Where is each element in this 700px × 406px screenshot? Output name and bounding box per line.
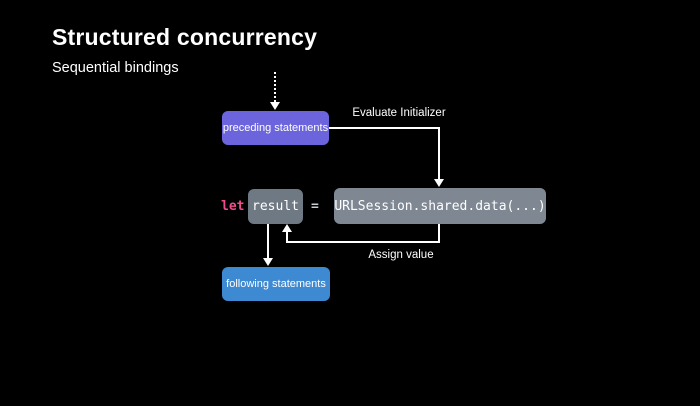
initializer-expression-label: URLSession.shared.data(...) — [334, 198, 546, 214]
code-equals-sign: = — [311, 199, 319, 214]
assign-flow-line-down — [438, 224, 440, 243]
assign-value-label: Assign value — [368, 249, 434, 261]
assign-flow-line-horizontal — [287, 241, 440, 243]
entry-dotted-line — [274, 72, 276, 102]
result-variable-label: result — [252, 199, 299, 214]
result-arrowhead-down-icon — [263, 258, 273, 266]
evaluate-flow-line-horizontal — [329, 127, 440, 129]
following-statements-label: following statements — [226, 278, 326, 290]
evaluate-initializer-label: Evaluate Initializer — [352, 107, 446, 119]
slide-title: Structured concurrency — [52, 24, 318, 50]
code-keyword-let: let — [221, 199, 245, 214]
preceding-statements-box: preceding statements — [222, 111, 329, 145]
slide-subtitle: Sequential bindings — [52, 60, 179, 76]
following-statements-box: following statements — [222, 267, 330, 301]
assign-arrowhead-up-icon — [282, 224, 292, 232]
entry-arrowhead-down-icon — [270, 102, 280, 110]
initializer-expression-box: URLSession.shared.data(...) — [334, 188, 546, 224]
evaluate-flow-line-vertical — [438, 127, 440, 179]
result-variable-box: result — [248, 189, 303, 224]
evaluate-arrowhead-down-icon — [434, 179, 444, 187]
result-flow-line-down — [267, 224, 269, 259]
preceding-statements-label: preceding statements — [222, 122, 329, 134]
assign-flow-line-up — [286, 231, 288, 243]
